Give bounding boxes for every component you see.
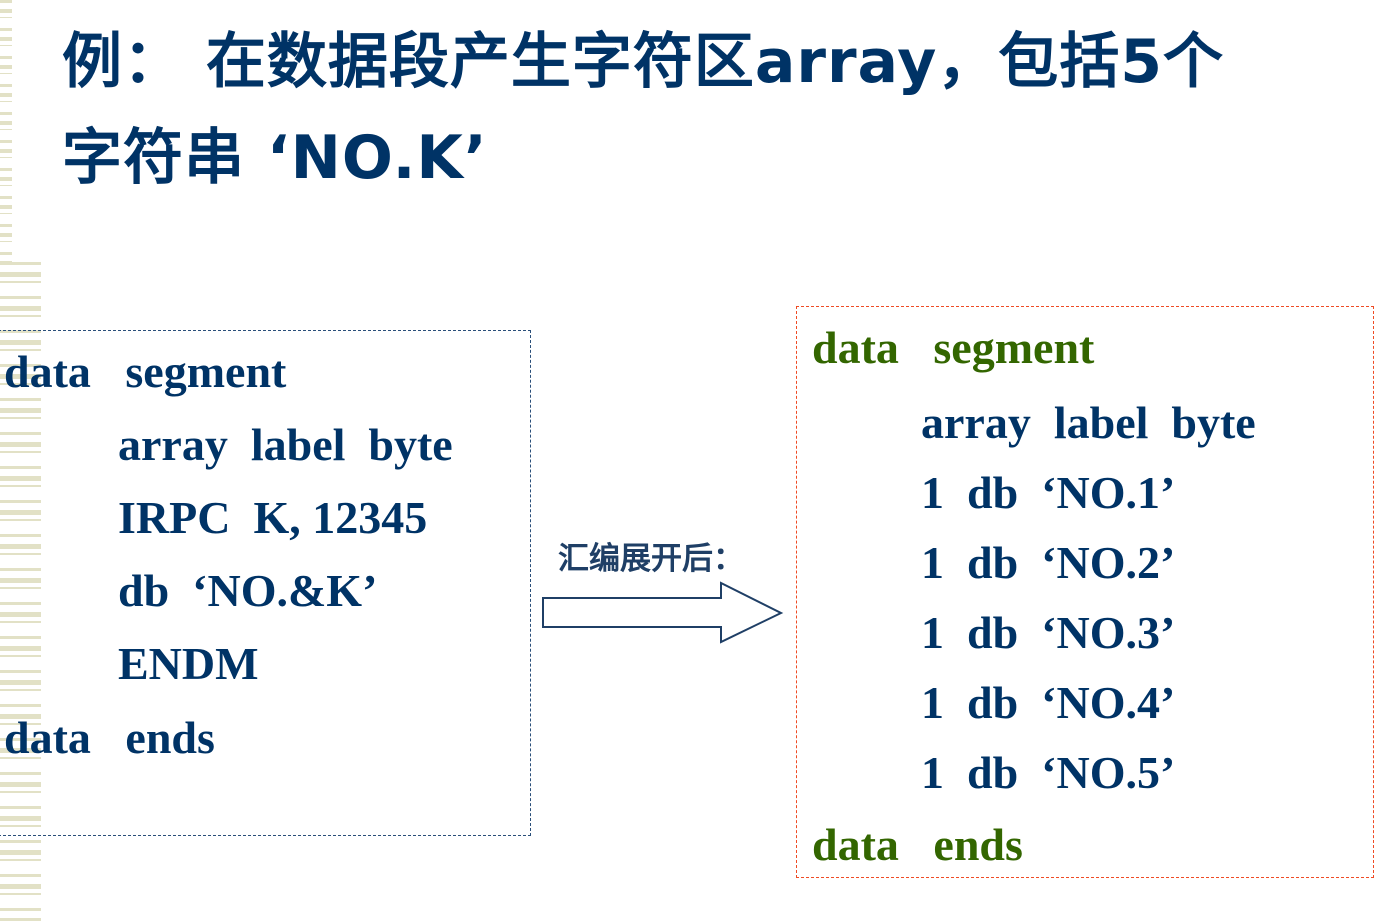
expanded-line-5: 1 db ‘NO.3’	[921, 607, 1176, 658]
title-line-1: 例： 在数据段产生字符区array，包括5个	[62, 27, 1225, 97]
expansion-label: 汇编展开后：	[558, 541, 744, 577]
source-code-box	[0, 330, 531, 836]
decorative-stripes-bottom	[0, 262, 41, 921]
expanded-line-1: data segment	[812, 322, 1095, 373]
source-line-2: array label byte	[118, 419, 453, 470]
expanded-line-4: 1 db ‘NO.2’	[921, 537, 1176, 588]
expanded-line-6: 1 db ‘NO.4’	[921, 677, 1176, 728]
decorative-stripes-top	[0, 0, 12, 262]
expanded-code-box	[796, 306, 1374, 878]
source-line-1: data segment	[4, 346, 287, 397]
expanded-line-2: array label byte	[921, 397, 1256, 448]
right-arrow-icon	[542, 581, 784, 644]
source-line-6: data ends	[4, 712, 215, 763]
expanded-line-3: 1 db ‘NO.1’	[921, 467, 1176, 518]
source-line-5: ENDM	[118, 638, 259, 689]
slide-title: 例： 在数据段产生字符区array，包括5个 字符串 ‘NO.K’	[62, 14, 1362, 206]
expanded-line-7: 1 db ‘NO.5’	[921, 747, 1176, 798]
title-line-2: 字符串 ‘NO.K’	[62, 123, 488, 193]
source-line-3: IRPC K, 12345	[118, 492, 428, 543]
source-line-4: db ‘NO.&K’	[118, 565, 378, 616]
expanded-line-8: data ends	[812, 819, 1023, 870]
